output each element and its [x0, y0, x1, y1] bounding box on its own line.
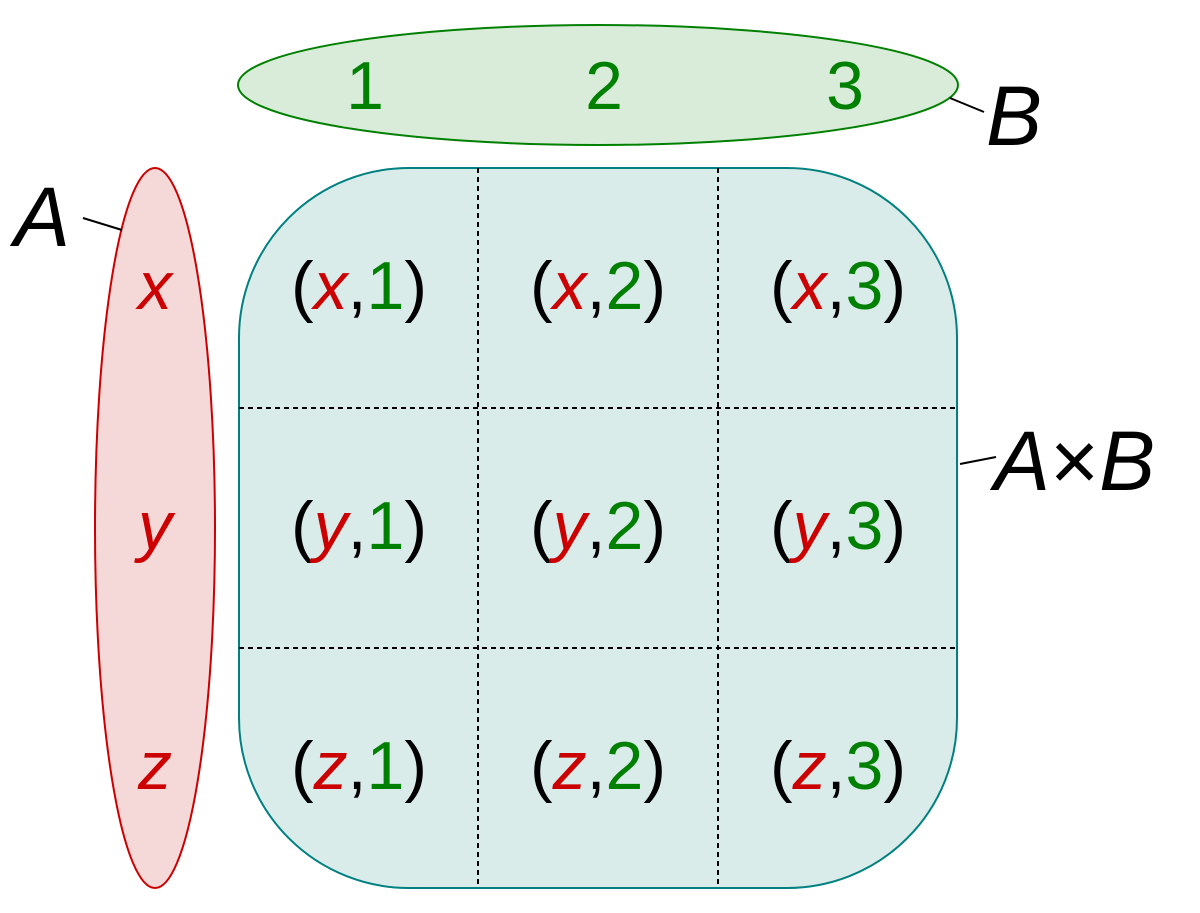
pair-close-paren: )	[404, 248, 427, 324]
pair-first-element: y	[310, 488, 352, 564]
pair-open-paren: (	[530, 728, 553, 804]
set-a-label: A	[9, 170, 70, 264]
product-set-region	[238, 167, 958, 889]
set-b-ellipse	[237, 24, 959, 146]
pair-y-2: (y,2)	[530, 488, 666, 564]
set-b-element-1: 1	[346, 48, 384, 124]
pair-open-paren: (	[770, 248, 793, 324]
set-a-element-x: x	[135, 248, 174, 324]
product-label-times: ×	[1050, 414, 1099, 508]
pair-first-element: z	[792, 728, 827, 804]
pair-y-3: (y,3)	[770, 488, 906, 564]
set-a-ellipse	[94, 167, 216, 889]
pair-close-paren: )	[883, 488, 906, 564]
pair-comma: ,	[587, 488, 606, 564]
pair-second-element: 2	[606, 248, 644, 324]
pair-first-element: z	[552, 728, 587, 804]
pair-close-paren: )	[404, 488, 427, 564]
product-label-b: B	[1099, 414, 1155, 508]
product-grid-lines	[239, 168, 957, 888]
pair-close-paren: )	[883, 728, 906, 804]
set-a-elements: x y z	[134, 248, 176, 804]
pair-second-element: 1	[367, 248, 405, 324]
pair-second-element: 3	[846, 248, 884, 324]
ordered-pairs: (x,1)(x,2)(x,3)(y,1)(y,2)(y,3)(z,1)(z,2)…	[291, 248, 906, 804]
set-a-leader-line	[82, 217, 123, 231]
pair-open-paren: (	[530, 488, 553, 564]
pair-second-element: 3	[846, 488, 884, 564]
product-leader-line	[959, 456, 997, 465]
pair-x-3: (x,3)	[770, 248, 906, 324]
pair-comma: ,	[827, 248, 846, 324]
set-b-label: B	[986, 69, 1042, 163]
set-b-element-3: 3	[826, 48, 864, 124]
pair-open-paren: (	[770, 488, 793, 564]
pair-close-paren: )	[643, 248, 666, 324]
pair-comma: ,	[827, 488, 846, 564]
set-a-element-y: y	[134, 488, 176, 564]
pair-second-element: 3	[846, 728, 884, 804]
pair-close-paren: )	[643, 488, 666, 564]
pair-first-element: x	[550, 248, 589, 324]
pair-comma: ,	[827, 728, 846, 804]
pair-second-element: 2	[606, 488, 644, 564]
pair-z-1: (z,1)	[291, 728, 427, 804]
product-label: A×B	[989, 414, 1155, 508]
pair-comma: ,	[348, 728, 367, 804]
pair-open-paren: (	[291, 248, 314, 324]
pair-y-1: (y,1)	[291, 488, 427, 564]
set-b-element-2: 2	[585, 48, 623, 124]
pair-open-paren: (	[530, 248, 553, 324]
pair-open-paren: (	[291, 488, 314, 564]
pair-close-paren: )	[404, 728, 427, 804]
pair-comma: ,	[587, 248, 606, 324]
set-b-elements: 1 2 3	[346, 48, 864, 124]
set-b-leader-line	[949, 97, 985, 113]
pair-second-element: 2	[606, 728, 644, 804]
pair-open-paren: (	[770, 728, 793, 804]
pair-z-2: (z,2)	[530, 728, 666, 804]
pair-comma: ,	[348, 248, 367, 324]
pair-close-paren: )	[883, 248, 906, 324]
pair-first-element: z	[313, 728, 348, 804]
pair-close-paren: )	[643, 728, 666, 804]
pair-first-element: x	[790, 248, 829, 324]
product-label-a: A	[989, 414, 1050, 508]
pair-first-element: y	[549, 488, 591, 564]
pair-open-paren: (	[291, 728, 314, 804]
pair-comma: ,	[587, 728, 606, 804]
pair-first-element: x	[311, 248, 350, 324]
pair-z-3: (z,3)	[770, 728, 906, 804]
pair-x-1: (x,1)	[291, 248, 427, 324]
pair-comma: ,	[348, 488, 367, 564]
pair-x-2: (x,2)	[530, 248, 666, 324]
set-a-element-z: z	[137, 728, 172, 804]
pair-second-element: 1	[367, 728, 405, 804]
pair-second-element: 1	[367, 488, 405, 564]
pair-first-element: y	[789, 488, 831, 564]
